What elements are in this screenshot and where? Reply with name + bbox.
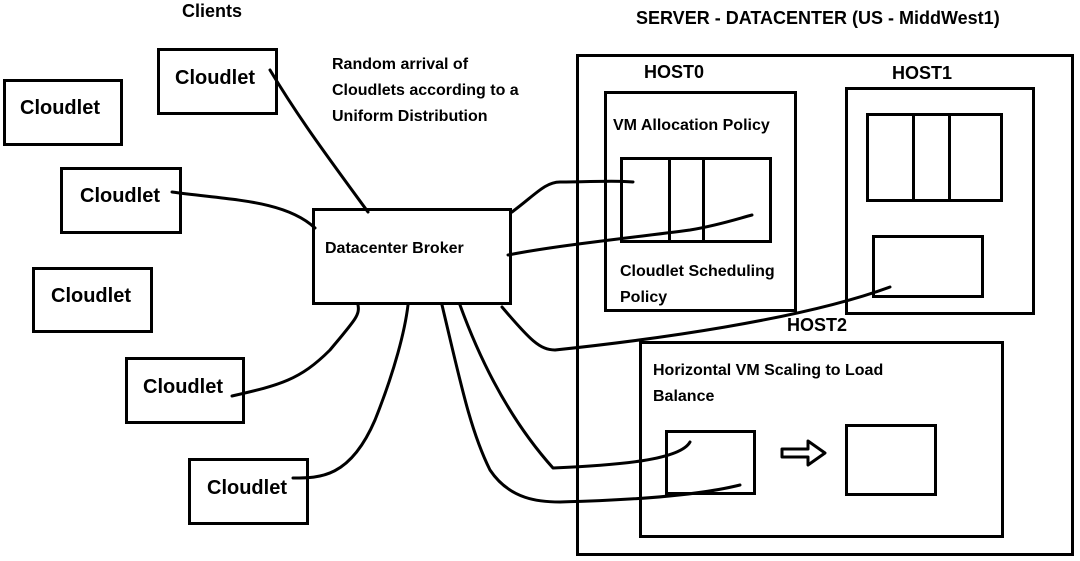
cloudlet-scheduling-policy-label: Cloudlet Scheduling Policy — [620, 259, 775, 311]
cloudlet-label: Cloudlet — [143, 376, 223, 398]
cloudlet-box: Cloudlet — [125, 357, 245, 424]
scaling-arrow-icon — [780, 439, 827, 467]
cloudlet-scheduling-line: Cloudlet Scheduling — [620, 263, 775, 280]
datacenter-broker-label: Datacenter Broker — [325, 240, 464, 257]
host0-vm-group — [620, 157, 772, 243]
host0-box: VM Allocation Policy Cloudlet Scheduling… — [604, 91, 797, 312]
cloudlet-box: Cloudlet — [157, 48, 278, 115]
cloudlet-scheduling-line: Policy — [620, 289, 668, 306]
connector-broker-to-host1 — [500, 285, 892, 352]
host2-vm-scaled — [845, 424, 937, 496]
arrival-note-line: Cloudlets according to a — [332, 82, 519, 99]
datacenter-broker-box: Datacenter Broker — [312, 208, 512, 305]
server-title: SERVER - DATACENTER (US - MiddWest1) — [636, 8, 1000, 28]
vm-allocation-policy-label: VM Allocation Policy — [613, 117, 770, 134]
cloudlet-label: Cloudlet — [80, 185, 160, 207]
datacenter-box — [576, 54, 1074, 556]
cloudlet-label: Cloudlet — [20, 97, 100, 119]
horizontal-vm-scaling-label: Horizontal VM Scaling to Load Balance — [653, 358, 883, 410]
host0-vm-divider — [668, 160, 671, 240]
arrival-note: Random arrival of Cloudlets according to… — [332, 52, 519, 130]
connector-cloudlet-top-to-broker — [268, 68, 370, 214]
cloudlet-box: Cloudlet — [32, 267, 153, 333]
arrival-note-line: Uniform Distribution — [332, 108, 488, 125]
horizontal-vm-scaling-line: Horizontal VM Scaling to Load — [653, 362, 884, 379]
host1-box — [845, 87, 1035, 315]
cloudlet-box: Cloudlet — [188, 458, 309, 525]
connector-broker-to-host0-vm — [510, 179, 635, 214]
horizontal-vm-scaling-line: Balance — [653, 388, 715, 405]
connector-cloudlet-4-to-broker — [230, 303, 360, 398]
host1-vm — [912, 113, 951, 202]
host1-vm-group — [866, 113, 1003, 202]
cloudlet-box: Cloudlet — [3, 79, 123, 146]
connector-cloudlet-2-to-broker — [170, 190, 317, 230]
cloudlet-box: Cloudlet — [60, 167, 182, 234]
arrival-note-line: Random arrival of — [332, 56, 469, 73]
cloudlet-label: Cloudlet — [51, 285, 131, 307]
host1-title: HOST1 — [892, 63, 953, 83]
host1-vm — [872, 235, 984, 298]
connector-cloudlet-5-to-broker — [291, 303, 410, 480]
host2-vm-original — [665, 430, 756, 495]
cloudlet-label: Cloudlet — [175, 67, 255, 89]
connector-broker-to-host2-vm-b — [440, 303, 742, 504]
host2-box: Horizontal VM Scaling to Load Balance — [639, 341, 1004, 538]
connector-broker-to-cloudlet-scheduling — [506, 213, 754, 257]
clients-title: Clients — [182, 1, 243, 21]
host2-title: HOST2 — [787, 315, 848, 335]
host0-vm-divider — [702, 160, 705, 240]
cloudlet-label: Cloudlet — [207, 477, 287, 499]
host0-title: HOST0 — [644, 62, 705, 82]
